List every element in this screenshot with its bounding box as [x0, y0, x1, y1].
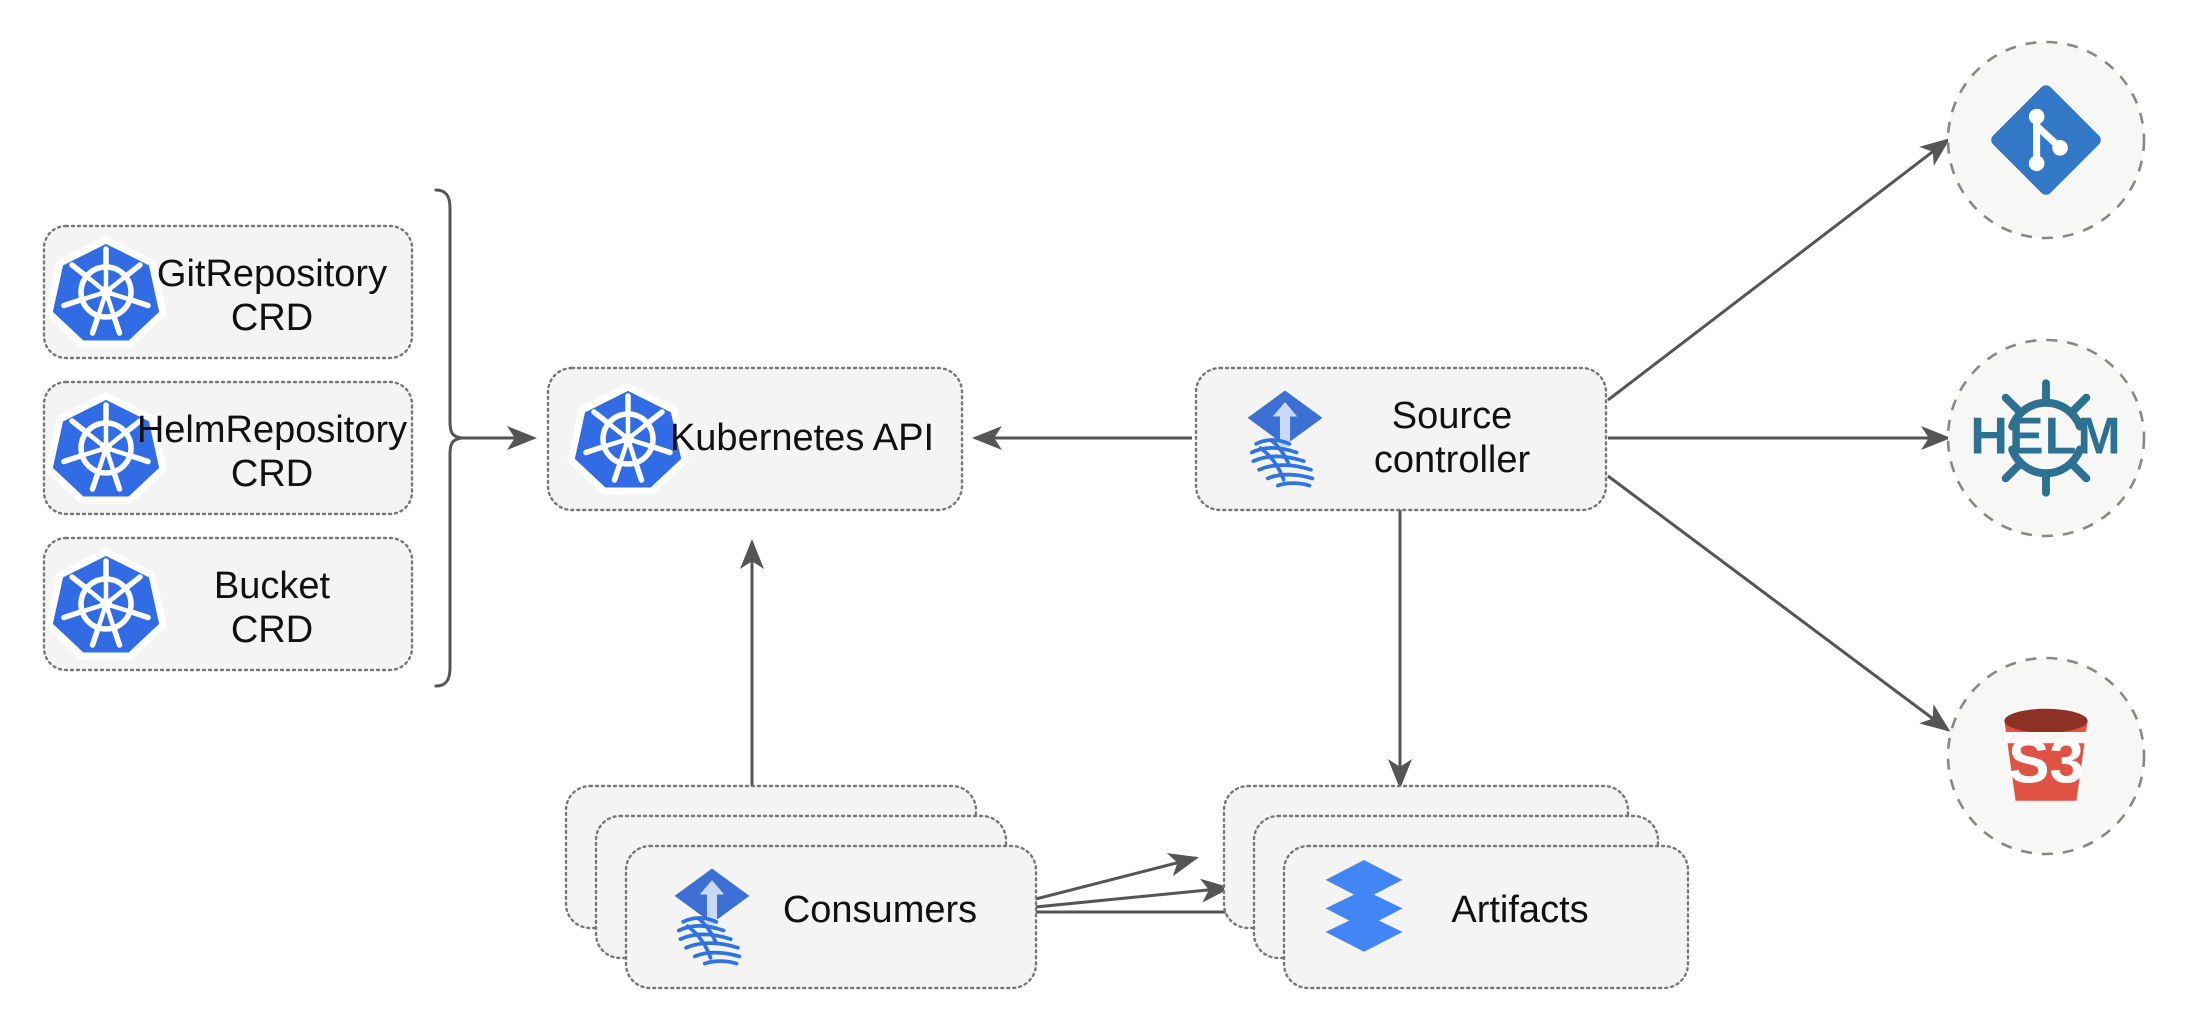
gitrepository-crd-label-line1: GitRepository [157, 253, 387, 295]
gitrepository-crd[interactable]: GitRepository CRD [42, 224, 414, 360]
kubernetes-api-label: Kubernetes API [670, 417, 934, 459]
edge-source-controller-to-git [1607, 138, 1951, 402]
s3-source-label: S3 [2008, 727, 2084, 796]
helmrepository-crd[interactable]: HelmRepository CRD [42, 380, 414, 516]
source-controller-label-line2: controller [1374, 439, 1531, 481]
helm-source-label: HELM [1970, 408, 2121, 466]
bucket-crd-label-line1: Bucket [214, 565, 331, 607]
bucket-crd[interactable]: Bucket CRD [42, 536, 414, 672]
bucket-crd-label-line2: CRD [231, 609, 313, 651]
consumers-label: Consumers [783, 889, 977, 931]
s3-source[interactable]: S3 [1946, 656, 2146, 856]
source-controller-label-line1: Source [1392, 395, 1512, 437]
helm-source[interactable]: HELM [1946, 338, 2146, 538]
edge-source-controller-to-s3 [1607, 474, 1951, 732]
artifacts-node[interactable]: Artifacts [1222, 784, 1690, 990]
helmrepository-crd-label-line1: HelmRepository [137, 409, 407, 451]
git-source[interactable] [1946, 40, 2146, 240]
kubernetes-api-node[interactable]: Kubernetes API [546, 366, 964, 512]
gitrepository-crd-label-line2: CRD [231, 297, 313, 339]
consumers-node[interactable]: Consumers [564, 784, 1038, 990]
source-controller-node[interactable]: Source controller [1194, 366, 1608, 512]
crd-group-bracket [434, 188, 464, 688]
helmrepository-crd-label-line2: CRD [231, 453, 313, 495]
artifacts-label: Artifacts [1451, 889, 1588, 931]
crd-group: GitRepository CRD HelmRepository CRD Buc… [42, 224, 414, 672]
